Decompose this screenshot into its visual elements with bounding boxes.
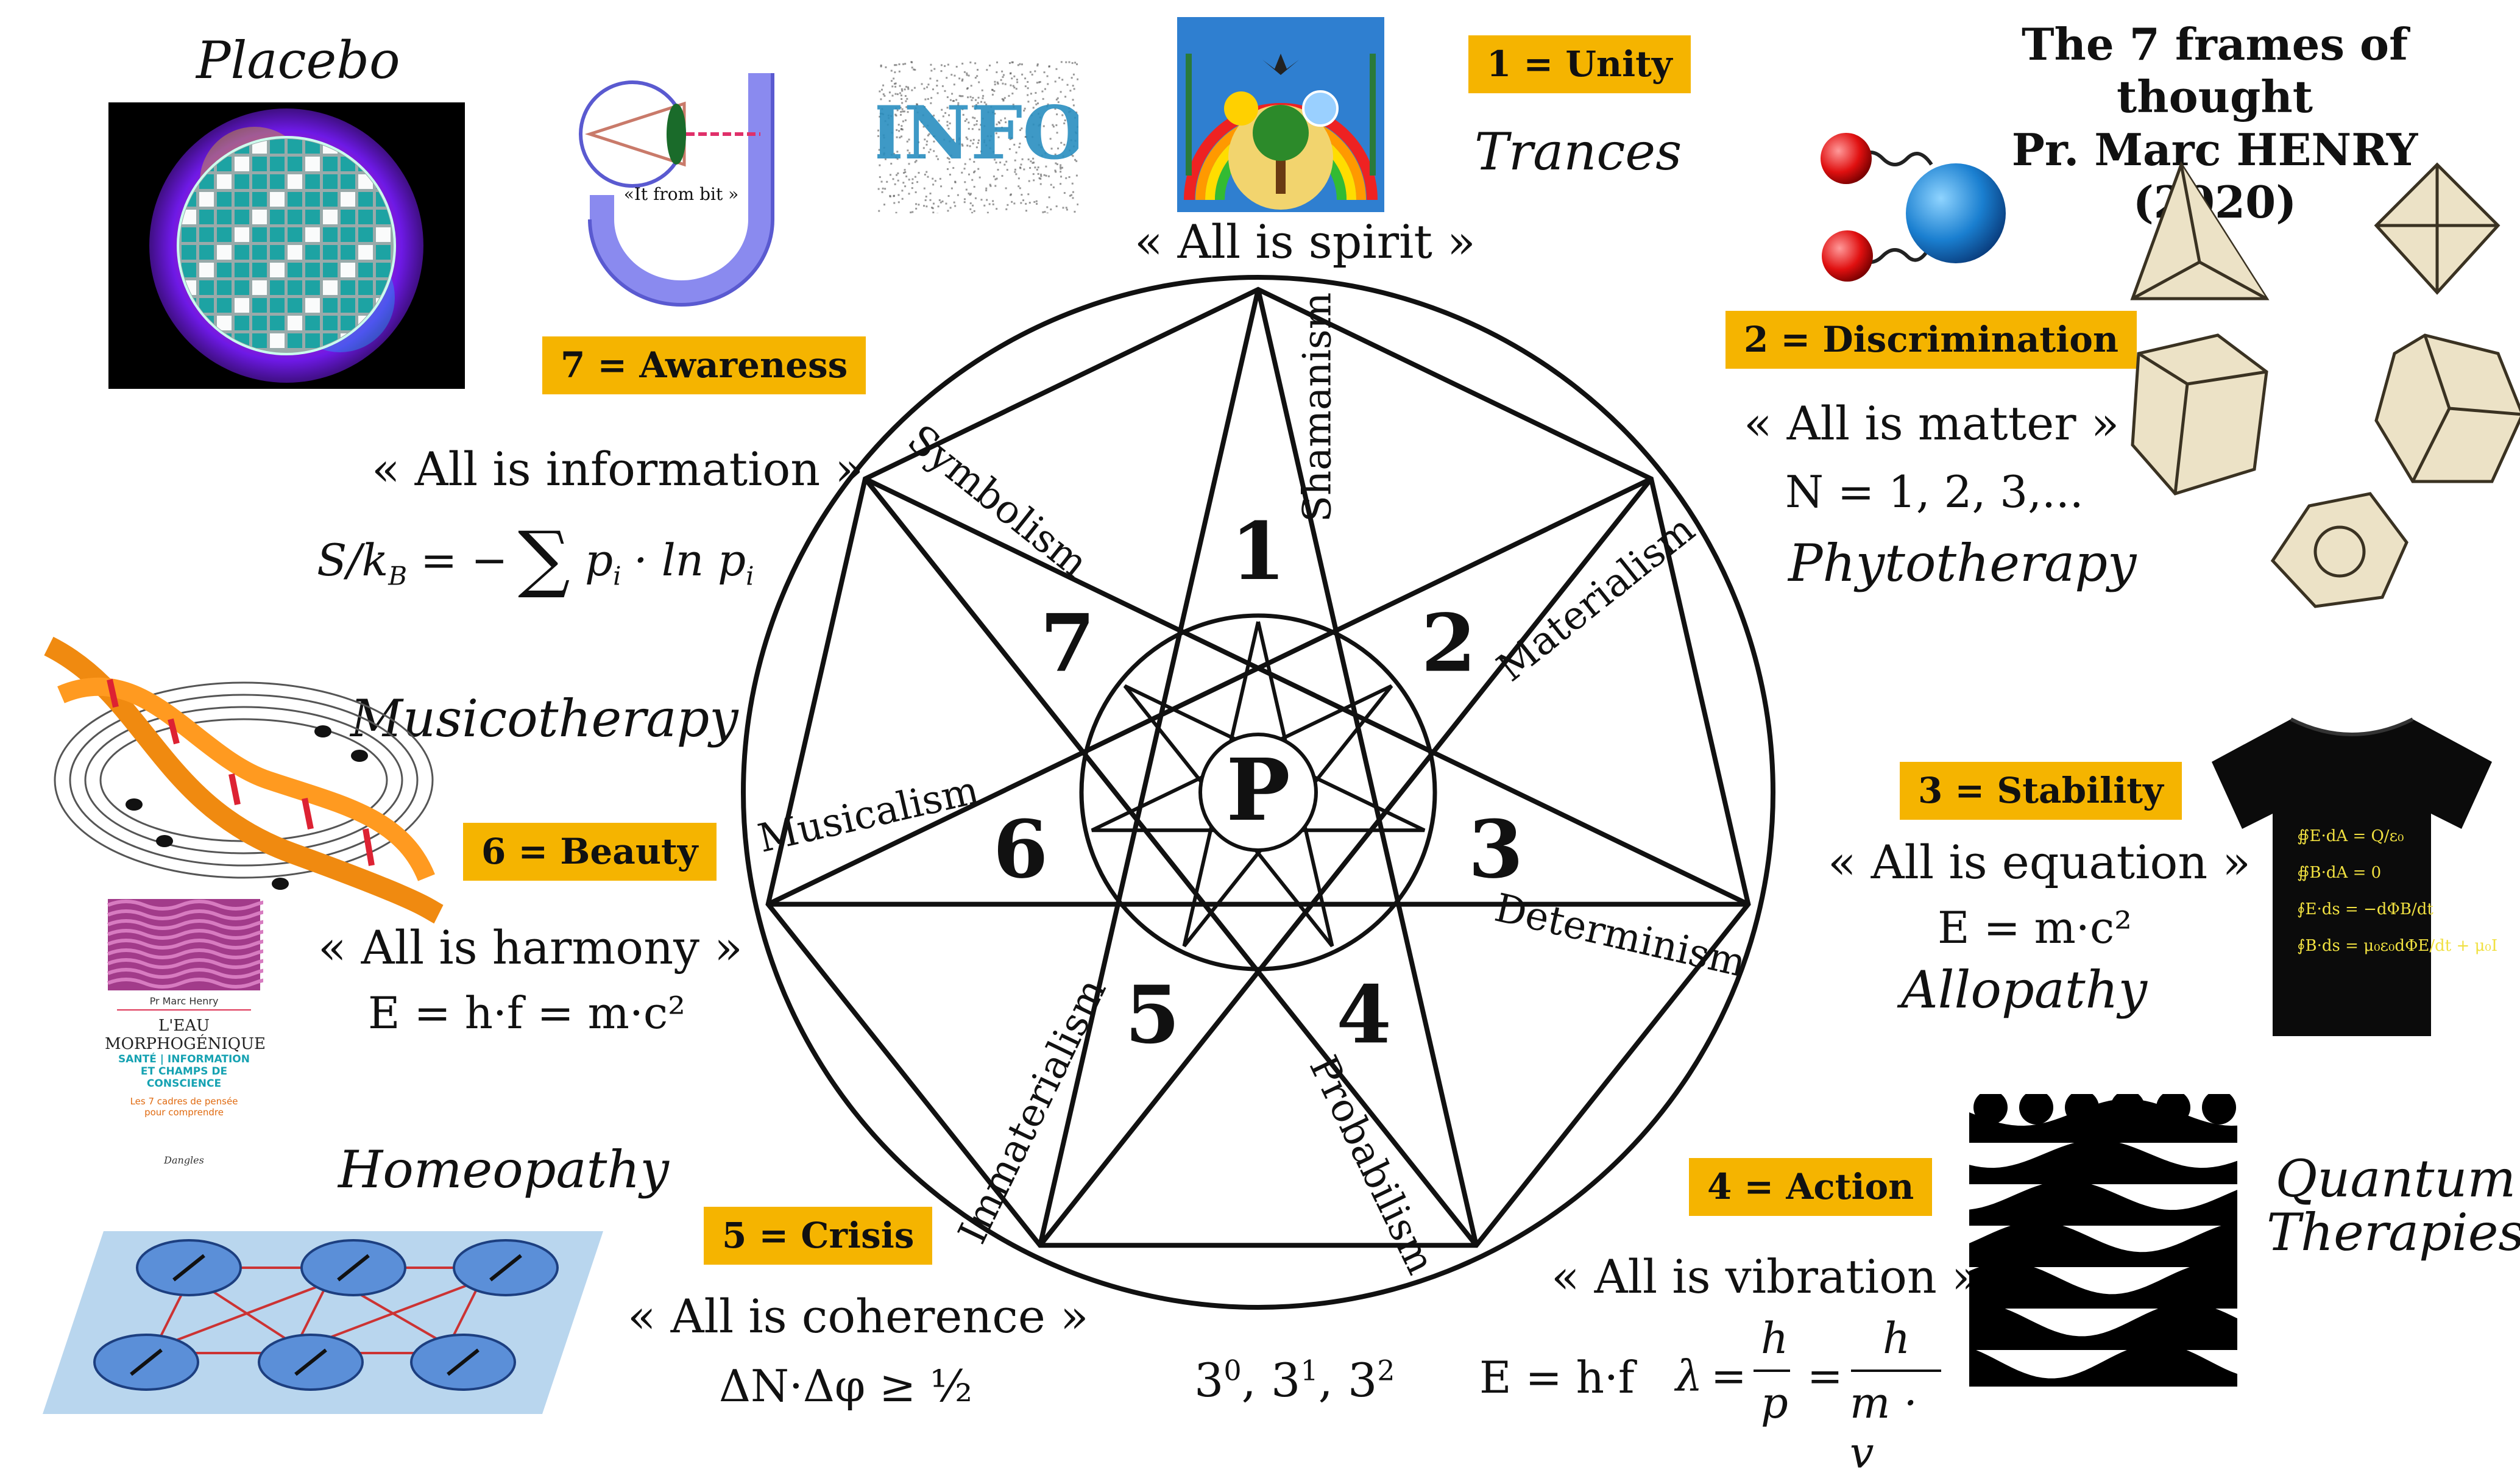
it-from-bit-image: «It from bit »: [578, 67, 797, 311]
book-cover: Pr Marc Henry L'EAU MORPHOGÉNIQUE SANTÉ …: [105, 899, 263, 1161]
badge-stability: 3 = Stability: [1900, 762, 2182, 820]
badge-action: 4 = Action: [1689, 1158, 1932, 1216]
therapy-allopathy: Allopathy: [1901, 960, 2147, 1020]
quote-matter: « All is matter »: [1744, 396, 2119, 450]
book-pattern-image: [105, 899, 263, 990]
book-title-1: L'EAU: [105, 1017, 263, 1035]
molecule-image: [1810, 128, 2011, 293]
badge-unity: 1 = Unity: [1468, 35, 1691, 93]
frame-number-7: 7: [1040, 597, 1095, 690]
tshirt-image: ∯E·dA = Q/ε₀ ∯B·dA = 0 ∮E·ds = −dΦB/dt ∮B·d…: [2206, 707, 2498, 1048]
formula-uncertainty: ΔN·Δφ ≥ ½: [719, 1360, 972, 1412]
badge-discrimination: 2 = Discrimination: [1725, 311, 2137, 369]
therapy-trances: Trances: [1474, 122, 1682, 182]
formula-planck: E = h·f: [1479, 1352, 1635, 1403]
it-from-bit-caption: «It from bit »: [624, 184, 739, 204]
frame-number-4: 4: [1336, 968, 1391, 1061]
info-logo-text: INFO: [877, 90, 1078, 176]
quote-equation: « All is equation »: [1828, 835, 2251, 889]
tshirt-formula-1: ∯B·dA = 0: [2297, 864, 2381, 882]
formula-mass-energy: E = m·c²: [1938, 902, 2132, 953]
formula-entropy: S/kB = − ∑ pi · ln pi: [317, 521, 780, 606]
tshirt-formula-2: ∮E·ds = −dΦB/dt: [2297, 900, 2433, 918]
tshirt-formula-3: ∮B·ds = μ₀ε₀dΦE/dt + μ₀I: [2297, 937, 2497, 955]
badge-beauty: 6 = Beauty: [463, 823, 717, 881]
frame-number-3: 3: [1468, 803, 1523, 896]
ism-label-6: Musicalism: [754, 768, 983, 862]
formula-harmony: E = h·f = m·c²: [368, 987, 685, 1039]
heptagram-diagram: P1234567ShamanismMaterialismDeterminismP…: [701, 232, 1816, 1353]
title-line-1: The 7 frames of thought: [1925, 18, 2504, 124]
therapy-placebo: Placebo: [196, 30, 400, 90]
book-title-2: MORPHOGÉNIQUE: [105, 1035, 263, 1053]
frame-number-1: 1: [1231, 505, 1286, 598]
frame-number-2: 2: [1421, 597, 1476, 690]
tshirt-formula-0: ∯E·dA = Q/ε₀: [2297, 827, 2404, 845]
book-author: Pr Marc Henry: [105, 995, 263, 1007]
quote-coherence: « All is coherence »: [628, 1289, 1088, 1343]
formula-de-broglie: λ = h p = h m · v: [1676, 1313, 1944, 1435]
quote-information: « All is information »: [372, 442, 863, 496]
badge-awareness: 7 = Awareness: [542, 336, 866, 394]
info-logo-image: INFO: [877, 61, 1078, 213]
therapy-phytotherapy: Phytotherapy: [1788, 533, 2136, 593]
dna-music-image: [37, 622, 451, 926]
ism-label-3: Determinism: [1490, 886, 1750, 987]
ism-label-1: Shamanism: [1295, 293, 1340, 522]
quantum-waves-image: [1969, 1094, 2237, 1387]
therapy-quantum: Quantum Therapies: [2267, 1152, 2520, 1259]
quote-vibration: « All is vibration »: [1551, 1249, 1980, 1304]
badge-crisis: 5 = Crisis: [704, 1207, 932, 1265]
disco-ball-image: [108, 102, 465, 389]
tree-of-life-image: [1177, 17, 1384, 212]
formula-natural-numbers: N = 1, 2, 3,...: [1785, 466, 2084, 517]
ism-label-2: Materialism: [1489, 506, 1704, 691]
center-label: P: [1226, 741, 1290, 840]
book-publisher: Dangles: [105, 1154, 263, 1166]
coherent-domains-image: [43, 1225, 603, 1420]
formula-powers-of-three: 30, 31, 32: [1194, 1353, 1395, 1407]
platonic-solids-image: [2120, 152, 2520, 616]
heptagram-labels: P1234567ShamanismMaterialismDeterminismP…: [754, 293, 1750, 1281]
frame-number-6: 6: [993, 803, 1048, 896]
ism-label-5: Immaterialism: [950, 972, 1116, 1250]
quote-spirit: « All is spirit »: [1134, 215, 1476, 269]
frame-number-5: 5: [1125, 968, 1180, 1061]
therapy-homeopathy: Homeopathy: [338, 1140, 669, 1199]
quote-harmony: « All is harmony »: [318, 920, 743, 975]
